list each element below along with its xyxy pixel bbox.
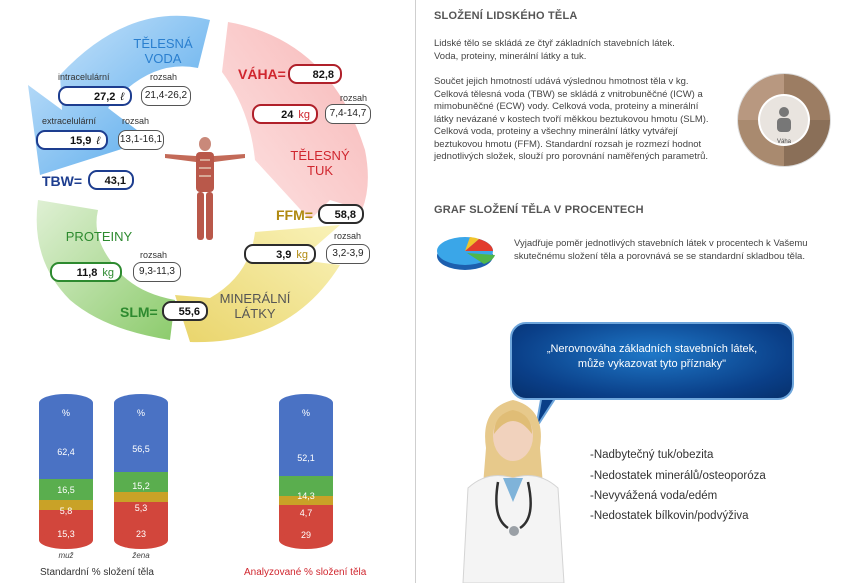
cylinder-analyzed <box>279 394 333 549</box>
protein-unit: kg <box>102 267 114 279</box>
circle-center-label: Váha <box>777 139 792 145</box>
bubble-tail <box>536 394 560 429</box>
mineral-arc <box>175 225 340 343</box>
cyl-male-protein: 16,5 <box>57 485 75 495</box>
fat-value-box: 24 kg <box>252 104 318 124</box>
detail-line-7: jednotlivých složek, slouží pro porovnán… <box>434 151 709 162</box>
mineral-unit: kg <box>296 249 308 261</box>
explanation-panel: SLOŽENÍ LIDSKÉHO TĚLA Lidské tělo se skl… <box>416 0 854 583</box>
cyl-male-fat: 15,3 <box>57 529 75 539</box>
cylinder-female <box>114 394 168 549</box>
icw-value-box: 27,2 ℓ <box>58 86 132 106</box>
composition-circle-icon: Váha <box>737 73 831 167</box>
icw-range: 21,4-26,2 <box>141 86 191 106</box>
detail-line-2: Celková tělesná voda (TBW) se skládá z v… <box>434 88 703 100</box>
mineral-title: MINERÁLNÍ LÁTKY <box>219 291 291 321</box>
cyl-analyzed-top: % <box>301 408 310 418</box>
cyl-female-top: % <box>136 408 145 418</box>
weight-value: 82,8 <box>288 64 342 84</box>
ffm-value: 58,8 <box>318 204 364 224</box>
fat-range: 7,4-14,7 <box>325 104 371 124</box>
bubble-line-2: může vykazovat tyto příznaky" <box>577 358 727 370</box>
cyl-female-protein: 15,2 <box>132 481 150 491</box>
icw-value: 27,2 <box>94 91 116 103</box>
ecw-label: extracelulární <box>42 116 97 126</box>
pie-chart-icon <box>437 237 495 270</box>
mineral-range-label: rozsah <box>334 231 362 241</box>
standard-caption: Standardní % složení těla <box>40 567 154 578</box>
cyl-analyzed-protein: 14,3 <box>297 491 315 501</box>
cyl-analyzed-mineral: 4,7 <box>299 508 313 518</box>
protein-title: PROTEINY <box>65 229 133 244</box>
ecw-value-box: 15,9 ℓ <box>36 130 108 150</box>
protein-range: 9,3-11,3 <box>133 262 181 282</box>
symptom-2: -Nedostatek minerálů/osteoporóza <box>590 470 766 482</box>
graph-paragraph: Vyjadřuje poměr jednotlivých stavebních … <box>514 238 844 263</box>
analyzed-caption: Analyzované % složení těla <box>244 567 367 578</box>
ecw-value: 15,9 <box>70 135 92 147</box>
mineral-value: 3,9 <box>276 249 292 261</box>
cyl-female-label: žena <box>132 551 150 560</box>
tbw-label: TBW= <box>42 173 83 189</box>
anatomy-figure <box>165 137 245 240</box>
bubble-line-1: „Nerovnováha základních stavebních látek… <box>546 343 758 355</box>
intro-paragraph: Lidské tělo se skládá ze čtyř základních… <box>434 38 734 63</box>
ecw-range: 13,1-16,1 <box>118 130 164 150</box>
doctor-illustration <box>462 400 565 583</box>
water-title: TĚLESNÁ VODA <box>133 36 193 66</box>
fat-unit: kg <box>298 109 310 121</box>
speech-bubble <box>510 322 794 400</box>
body-composition-diagram: TĚLESNÁ VODA VÁHA= 82,8 intracelulární r… <box>0 0 410 583</box>
cyl-male-label: muž <box>58 551 74 560</box>
panel-divider <box>415 0 416 583</box>
protein-value-box: 11,8 kg <box>50 262 122 282</box>
detail-paragraph: Součet jejich hmotností udává výslednou … <box>434 76 734 164</box>
detail-line-3: mimobuněčné (ECW) vody. Celková voda, pr… <box>434 101 699 112</box>
intro-line-2: Voda, proteiny, minerální látky a tuk. <box>434 50 587 62</box>
ecw-range-label: rozsah <box>122 116 150 126</box>
cylinder-male <box>39 394 93 549</box>
icw-unit: ℓ <box>120 91 124 103</box>
weight-label: VÁHA= <box>238 66 286 82</box>
cyl-female-water: 56,5 <box>132 444 150 454</box>
graph-line-2: skutečnému složení těla a porovnává se s… <box>514 250 805 262</box>
detail-line-6: beztukovou hmotu (FFM). Standardní rozsa… <box>434 138 702 150</box>
mineral-range: 3,2-3,9 <box>326 244 370 264</box>
cyl-analyzed-fat: 29 <box>300 530 311 540</box>
speech-bubble-text: „Nerovnováha základních stavebních látek… <box>510 342 794 372</box>
intro-line-1: Lidské tělo se skládá ze čtyř základních… <box>434 38 675 49</box>
cyl-male-top: % <box>61 408 70 418</box>
graph-line-1: Vyjadřuje poměr jednotlivých stavebních … <box>514 238 808 249</box>
fat-range-label: rozsah <box>340 93 368 103</box>
cyl-analyzed-water: 52,1 <box>297 453 315 463</box>
cyl-male-water: 62,4 <box>57 447 75 457</box>
protein-range-label: rozsah <box>140 250 168 260</box>
symptom-4: -Nedostatek bílkovin/podvýživa <box>590 510 749 522</box>
cyl-male-mineral: 5,8 <box>59 506 73 516</box>
mineral-value-box: 3,9 kg <box>244 244 316 264</box>
symptom-3: -Nevyvážená voda/edém <box>590 490 718 502</box>
heading-graph: GRAF SLOŽENÍ TĚLA V PROCENTECH <box>434 204 644 216</box>
slm-value: 55,6 <box>162 301 208 321</box>
tbw-value: 43,1 <box>88 170 134 190</box>
detail-line-4: látky nevázané v kostech tvoří měkkou be… <box>434 113 709 125</box>
protein-value: 11,8 <box>76 267 98 279</box>
detail-line-5: Celková voda, proteiny a všechny minerál… <box>434 126 678 137</box>
detail-line-1: Součet jejich hmotností udává výslednou … <box>434 76 689 87</box>
cyl-female-mineral: 5,3 <box>134 503 148 513</box>
icw-label: intracelulární <box>58 72 110 82</box>
fat-title: TĚLESNÝ TUK <box>290 148 350 178</box>
ffm-label: FFM= <box>276 207 313 223</box>
ecw-unit: ℓ <box>96 135 100 147</box>
cyl-female-fat: 23 <box>135 529 146 539</box>
heading-composition: SLOŽENÍ LIDSKÉHO TĚLA <box>434 10 578 22</box>
icw-range-label: rozsah <box>150 72 178 82</box>
fat-value: 24 <box>281 109 294 121</box>
symptom-1: -Nadbytečný tuk/obezita <box>590 449 714 461</box>
slm-label: SLM= <box>120 304 158 320</box>
